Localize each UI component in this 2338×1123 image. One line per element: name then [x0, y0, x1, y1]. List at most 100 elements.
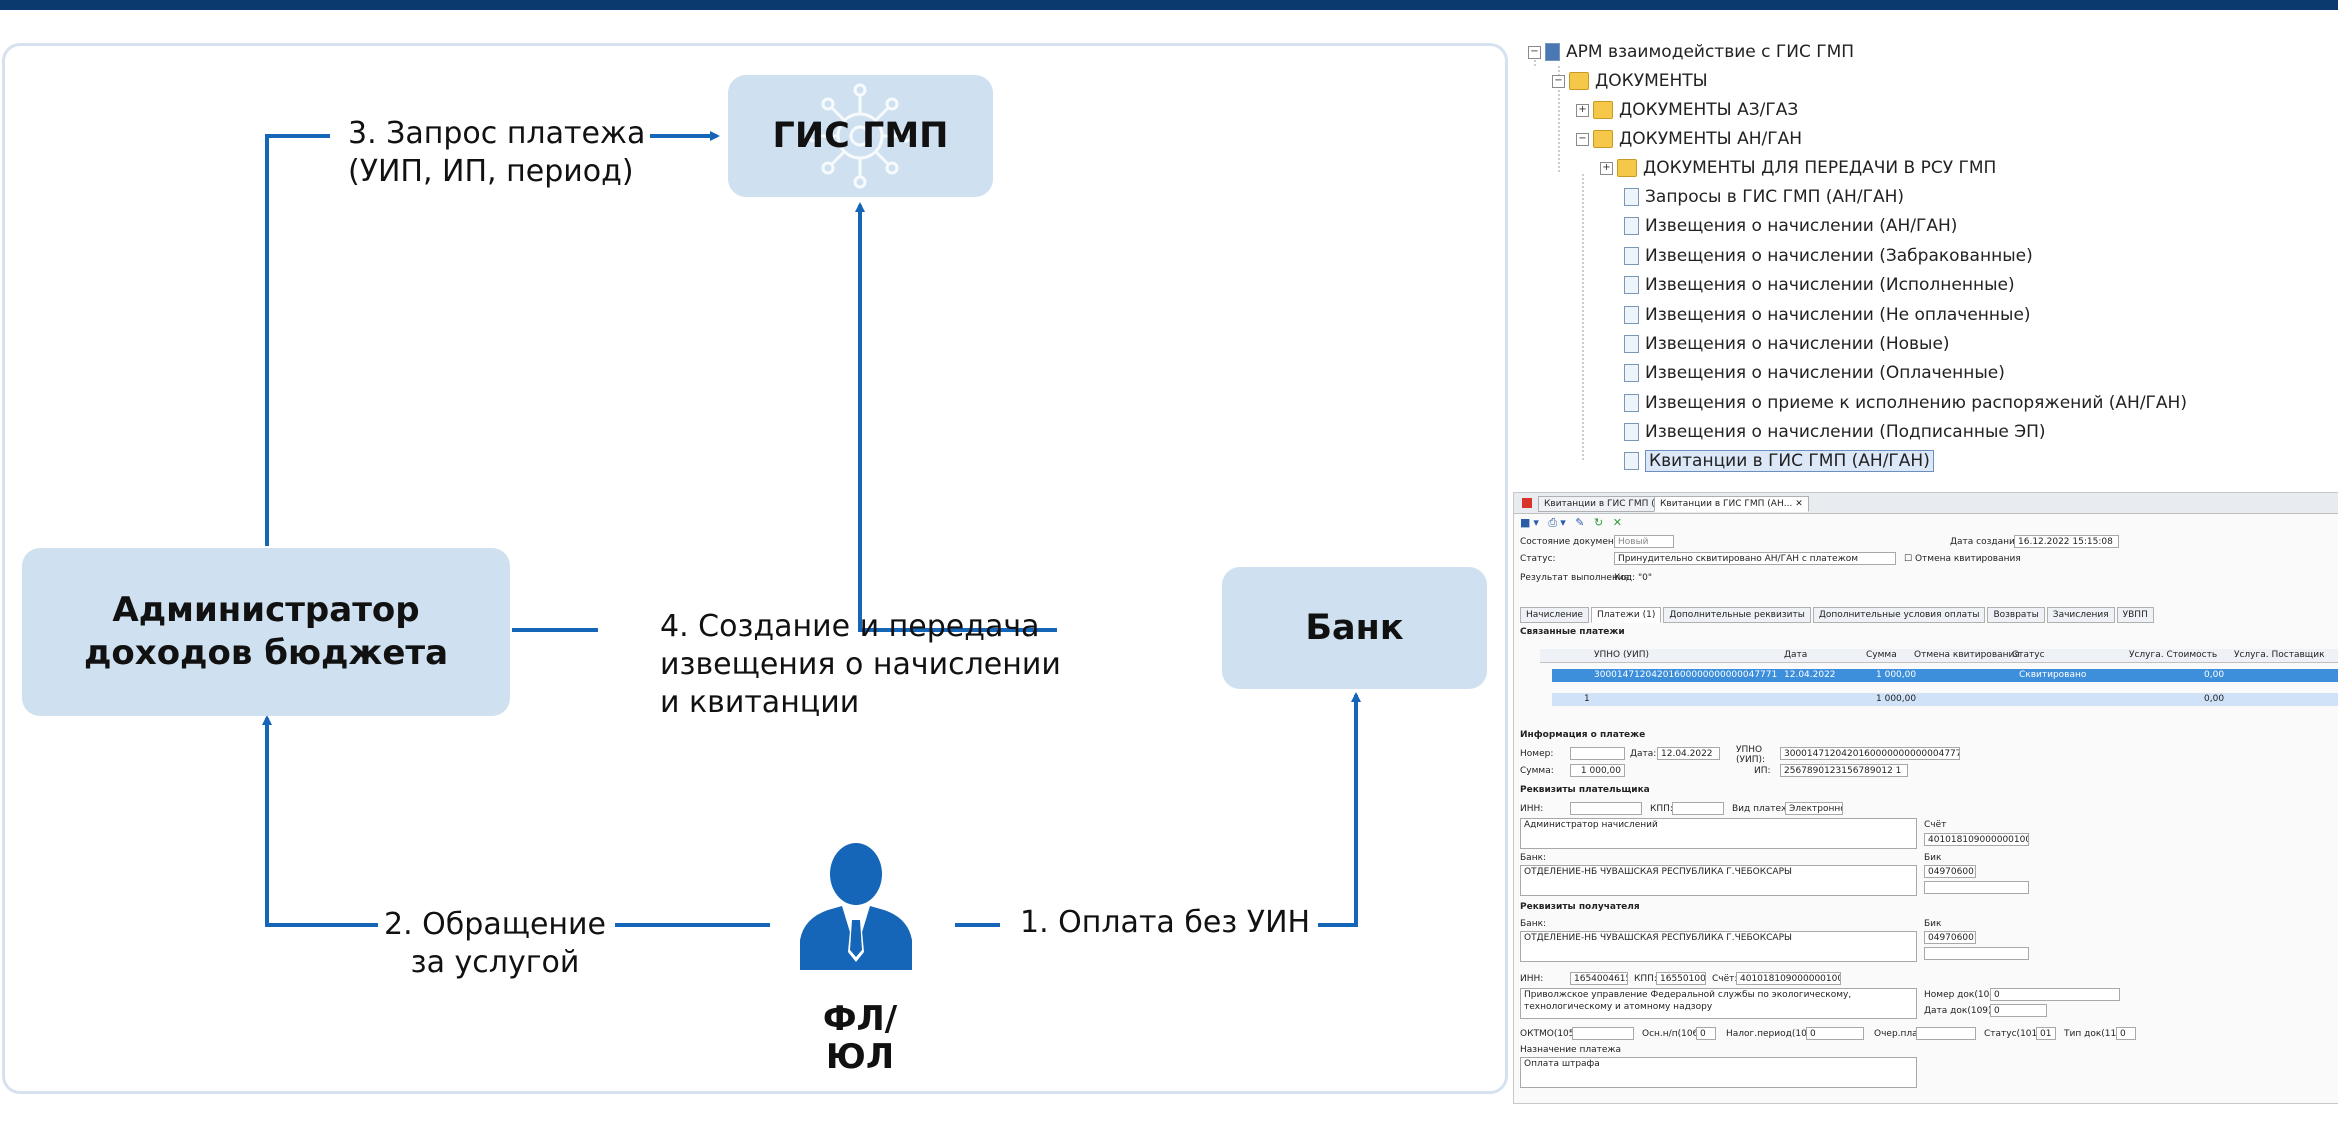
grid-header-status[interactable]: Статус — [2012, 650, 2045, 660]
recv-name-field[interactable]: Приволжское управление Федеральной служб… — [1520, 988, 1917, 1019]
payer-corr-field[interactable] — [1924, 881, 2029, 894]
grid-header-cost[interactable]: Услуга. Стоимость — [2129, 650, 2218, 660]
tree-item-unpaid[interactable]: Извещения о начислении (Не оплаченные) — [1624, 303, 2031, 327]
tab-add-cond[interactable]: Дополнительные условия оплаты — [1812, 607, 1986, 623]
payer-bik-field[interactable]: 049706001 — [1924, 865, 1976, 878]
state-field[interactable]: Новый — [1614, 535, 1674, 548]
tab-nachislenie[interactable]: Начисление — [1520, 607, 1589, 623]
docnum-label: Номер док(108): — [1924, 990, 2002, 1000]
save-icon[interactable]: ■▾ — [1520, 516, 1542, 529]
sign-icon[interactable]: ✎ — [1575, 516, 1588, 529]
recv-bank-field[interactable]: ОТДЕЛЕНИЕ-НБ ЧУВАШСКАЯ РЕСПУБЛИКА Г.ЧЕБО… — [1520, 931, 1917, 962]
nalog-field[interactable]: 0 — [1806, 1027, 1864, 1040]
close-icon[interactable]: ✕ — [1795, 499, 1803, 509]
grid-header-upno[interactable]: УПНО (УИП) — [1594, 650, 1649, 660]
tree-item-rejected[interactable]: Извещения о начислении (Забракованные) — [1624, 244, 2033, 268]
upno-field[interactable]: 30001471204201600000000000047771 — [1780, 747, 1960, 760]
tab-returns[interactable]: Возвраты — [1987, 607, 2045, 623]
folder-open-icon — [1593, 130, 1613, 148]
date-field[interactable]: 12.04.2022 — [1657, 747, 1720, 760]
window-tab-2[interactable]: Квитанции в ГИС ГМП (АН... ✕ — [1654, 496, 1809, 512]
tab-payments[interactable]: Платежи (1) — [1590, 607, 1662, 623]
status101-field[interactable]: 01 — [2036, 1027, 2056, 1040]
total-sum: 1 000,00 — [1876, 694, 1917, 704]
table-row[interactable] — [1552, 669, 2338, 682]
grid-header-sum[interactable]: Сумма — [1866, 650, 1897, 660]
arrow-step3 — [265, 136, 717, 546]
tree-item-notices[interactable]: Извещения о начислении (АН/ГАН) — [1624, 214, 1957, 238]
tab-credits[interactable]: Зачисления — [2046, 607, 2115, 623]
tab-uvpp[interactable]: УВПП — [2116, 607, 2154, 623]
tipdoc-field[interactable]: 0 — [2116, 1027, 2136, 1040]
payer-name-field[interactable]: Администратор начислений — [1520, 818, 1917, 849]
total-count: 1 — [1584, 694, 1590, 704]
docnum-field[interactable]: 0 — [1990, 988, 2120, 1001]
purpose-field[interactable]: Оплата штрафа — [1520, 1057, 1917, 1088]
recv-corr-field[interactable] — [1924, 947, 2029, 960]
date-label: Дата: — [1630, 749, 1657, 759]
recv-inn-field[interactable]: 1654004615 — [1570, 972, 1628, 985]
sum-label: Сумма: — [1520, 766, 1554, 776]
osn-field[interactable]: 0 — [1696, 1027, 1716, 1040]
tree-item-receipts[interactable]: Квитанции в ГИС ГМП (АН/ГАН) — [1624, 449, 1934, 473]
collapse-icon[interactable]: − — [1528, 45, 1541, 59]
created-field[interactable]: 16.12.2022 15:15:08 — [2014, 535, 2119, 548]
ip-field[interactable]: 2567890123156789012 1 — [1780, 764, 1908, 777]
tree-item-paid[interactable]: Извещения о начислении (Оплаченные) — [1624, 361, 2005, 385]
expand-icon[interactable]: + — [1600, 161, 1613, 175]
recv-bik-field[interactable]: 049706001 — [1924, 931, 1976, 944]
payer-inn-field[interactable] — [1570, 802, 1642, 815]
tree-label: АРМ взаимодействие с ГИС ГМП — [1566, 42, 1855, 62]
cancel-checkbox[interactable]: ☐ Отмена квитирования — [1904, 554, 2021, 564]
payer-account-field[interactable]: 40101810900000010005 — [1924, 833, 2029, 846]
expand-icon[interactable]: + — [1576, 103, 1589, 117]
docdate-field[interactable]: 0 — [1990, 1004, 2047, 1017]
tree-item-orders[interactable]: Извещения о приеме к исполнению распоряж… — [1624, 391, 2187, 415]
collapse-icon[interactable]: − — [1552, 74, 1565, 88]
tree-item-docs-an[interactable]: −ДОКУМЕНТЫ АН/ГАН — [1576, 127, 1802, 151]
result-label: Результат выполнения: — [1520, 573, 1633, 583]
print-icon[interactable]: ⎙▾ — [1548, 516, 1569, 529]
recv-kpp-field[interactable]: 165501001 — [1656, 972, 1706, 985]
sum-field[interactable]: 1 000,00 — [1570, 764, 1625, 777]
payer-kpp-field[interactable] — [1672, 802, 1724, 815]
tree-item-rsu[interactable]: +ДОКУМЕНТЫ ДЛЯ ПЕРЕДАЧИ В РСУ ГМП — [1600, 156, 1996, 180]
tree-label: Извещения о начислении (Оплаченные) — [1645, 363, 2005, 383]
refresh-icon[interactable]: ↻ — [1593, 516, 1607, 529]
tree-item-requests[interactable]: Запросы в ГИС ГМП (АН/ГАН) — [1624, 185, 1904, 209]
tree-label: ДОКУМЕНТЫ АЗ/ГАЗ — [1619, 100, 1799, 120]
document-icon — [1624, 188, 1639, 206]
tree-item-executed[interactable]: Извещения о начислении (Исполненные) — [1624, 273, 2015, 297]
status-field[interactable]: Принудительно сквитировано АН/ГАН с плат… — [1614, 552, 1896, 565]
tree-item-arm[interactable]: − АРМ взаимодействие с ГИС ГМП — [1528, 40, 1854, 64]
grid-header-date[interactable]: Дата — [1784, 650, 1808, 660]
grid-header-supplier[interactable]: Услуга. Поставщик — [2234, 650, 2325, 660]
total-cost: 0,00 — [2204, 694, 2225, 704]
folder-icon — [1617, 159, 1637, 177]
oktmo-field[interactable] — [1572, 1027, 1634, 1040]
payer-bank-field[interactable]: ОТДЕЛЕНИЕ-НБ ЧУВАШСКАЯ РЕСПУБЛИКА Г.ЧЕБО… — [1520, 865, 1917, 896]
app-icon — [1522, 498, 1532, 508]
tools-icon[interactable]: ✕ — [1612, 516, 1625, 529]
docdate-label: Дата док(109): — [1924, 1006, 1995, 1016]
receipt-form-window: Квитанции в ГИС ГМП (АН... Квитанции в Г… — [1513, 492, 2338, 1104]
window-tab-1[interactable]: Квитанции в ГИС ГМП (АН... — [1538, 496, 1683, 512]
tree-item-docs[interactable]: −ДОКУМЕНТЫ — [1552, 69, 1708, 93]
tree-item-signed[interactable]: Извещения о начислении (Подписанные ЭП) — [1624, 420, 2046, 444]
grid-header-cancel[interactable]: Отмена квитирования — [1914, 650, 2020, 660]
recv-account-field[interactable]: 40101810900000010005 — [1736, 972, 1841, 985]
step4-line1: 4. Создание и передача — [660, 609, 1040, 644]
collapse-icon[interactable]: − — [1576, 132, 1589, 146]
ochpl-field[interactable] — [1916, 1027, 1976, 1040]
paytype-field[interactable]: Электронно — [1785, 802, 1843, 815]
tab-add-req[interactable]: Дополнительные реквизиты — [1663, 607, 1811, 623]
person-icon — [800, 843, 912, 970]
payinfo-title: Информация о платеже — [1520, 730, 1646, 740]
num-field[interactable] — [1570, 747, 1625, 760]
tree-item-new[interactable]: Извещения о начислении (Новые) — [1624, 332, 1950, 356]
tree-item-docs-az[interactable]: + ДОКУМЕНТЫ АЗ/ГАЗ — [1576, 98, 1798, 122]
document-icon — [1624, 335, 1639, 353]
document-icon — [1624, 276, 1639, 294]
checkbox-icon[interactable]: ☐ — [1904, 554, 1913, 564]
